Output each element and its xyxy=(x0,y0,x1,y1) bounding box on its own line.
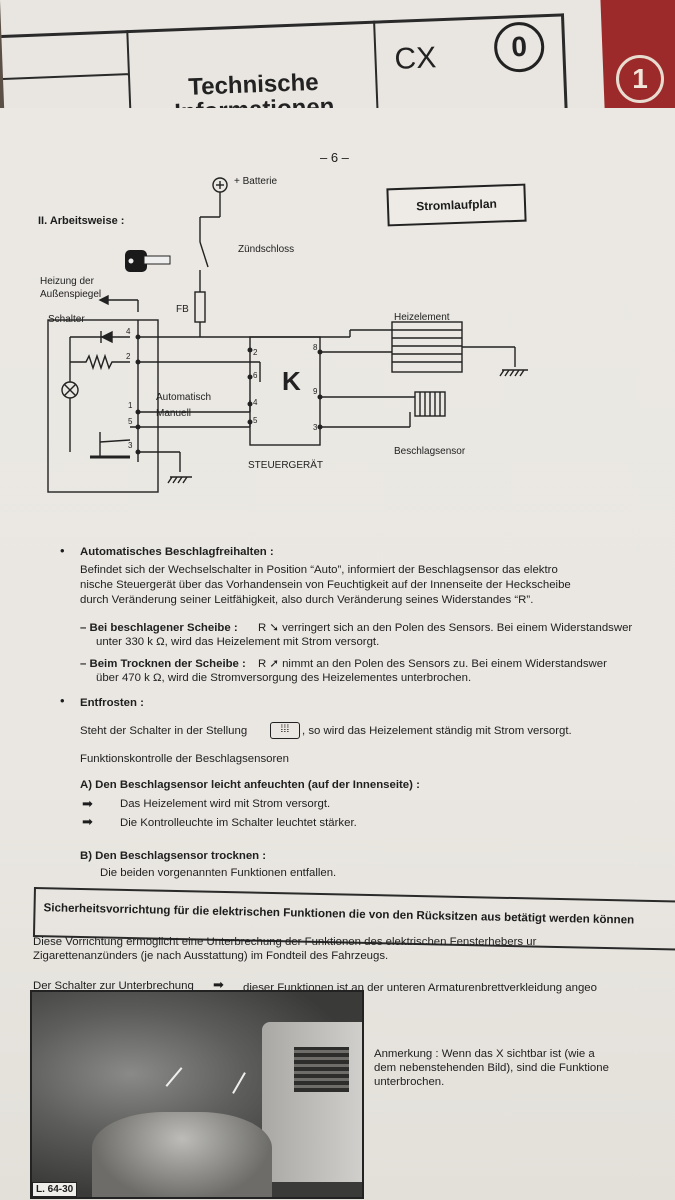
ignition-label: Zündschloss xyxy=(238,244,294,255)
arrow-right-icon: ➡ xyxy=(213,977,224,992)
auto-title: Automatisches Beschlagfreihalten : xyxy=(80,546,274,558)
manual-label: Manuell xyxy=(156,408,191,419)
dry-line-2: über 470 k Ω, wird die Stromversorgung d… xyxy=(96,672,472,684)
safety-text-line-2: Zigarettenanzünders (je nach Ausstattung… xyxy=(33,950,389,962)
photo-lower-trim xyxy=(92,1112,272,1197)
pin-label: 1 xyxy=(128,401,133,410)
battery-label: + Batterie xyxy=(234,176,278,187)
page-number: – 6 – xyxy=(320,150,349,165)
control-unit-box xyxy=(249,336,321,446)
bullet-icon: • xyxy=(60,693,65,708)
switch-box xyxy=(47,319,159,493)
note-line-2: dem nebenstehenden Bild), sind die Funkt… xyxy=(374,1062,609,1074)
fog-sensor xyxy=(414,391,446,417)
step-a-result-2: Die Kontrolleuchte im Schalter leuchtet … xyxy=(120,817,357,829)
switch-line-a: Der Schalter zur Unterbrechung xyxy=(33,980,194,992)
pin-label: 2 xyxy=(253,348,258,357)
defrost-text-a: Steht der Schalter in der Stellung xyxy=(80,725,248,737)
step-b-result-1: Die beiden vorgenannten Funktionen entfa… xyxy=(100,867,337,879)
step-a-result-1: Das Heizelement wird mit Strom versorgt. xyxy=(120,798,331,810)
section-title: II. Arbeitsweise : xyxy=(38,215,125,227)
automatic-label: Automatisch xyxy=(156,392,211,403)
sensor-label: Beschlagsensor xyxy=(394,446,466,457)
dry-line-1: R ➚ nimmt an den Polen des Sensors zu. B… xyxy=(258,658,607,670)
note-line-1: Anmerkung : Wenn das X sichtbar ist (wie… xyxy=(374,1048,595,1060)
defrost-text-b: , so wird das Heizelement ständig mit St… xyxy=(302,725,572,737)
bullet-icon: • xyxy=(60,543,65,558)
control-unit-symbol: K xyxy=(282,366,301,396)
pin-label: 3 xyxy=(128,441,133,450)
auto-line-3: durch Veränderung seiner Leitfähigkeit, … xyxy=(80,594,534,606)
dry-title: – Beim Trocknen der Scheibe : xyxy=(80,658,246,670)
photo-arrow-icon xyxy=(165,1067,183,1087)
control-unit-label: STEUERGERÄT xyxy=(248,459,323,471)
toggle-switch xyxy=(99,439,131,443)
auto-line-1: Befindet sich der Wechselschalter in Pos… xyxy=(80,564,558,576)
auto-line-2: nische Steuergerät über das Vorhandensei… xyxy=(80,579,571,591)
pin-label: 9 xyxy=(313,387,318,396)
arrow-right-icon: ➡ xyxy=(82,814,93,829)
ignition-switch xyxy=(199,241,209,268)
pin-label: 6 xyxy=(253,371,258,380)
photo-vent xyxy=(294,1047,349,1092)
pin-label: 4 xyxy=(253,398,258,407)
pin-label: 3 xyxy=(313,423,318,432)
tab-number-badge: 1 xyxy=(616,55,664,103)
pin-label: 8 xyxy=(313,343,318,352)
pin-label: 2 xyxy=(126,352,131,361)
wiring-diagram: + Batterie Zündschloss Heizung der Außen… xyxy=(30,172,560,507)
wiring-diagram-svg: + Batterie Zündschloss Heizung der Außen… xyxy=(40,176,528,493)
dashboard-photo: L. 64-30 xyxy=(30,990,364,1199)
switch-label: Schalter xyxy=(48,314,85,325)
pin-label: 4 xyxy=(126,327,131,336)
fuse-label: FB xyxy=(176,304,189,315)
key-icon xyxy=(125,250,171,272)
function-check-heading: Funktionskontrolle der Beschlagsensoren xyxy=(80,753,289,765)
defrost-title: Entfrosten : xyxy=(80,697,144,709)
header-model: CX xyxy=(393,41,437,76)
heater-label: Heizelement xyxy=(394,312,450,323)
photo-arrow-icon xyxy=(232,1072,246,1094)
defrost-symbol-icon: ⵂⵂⵂ xyxy=(270,722,300,739)
safety-banner-title: Sicherheitsvorrichtung für die elektrisc… xyxy=(43,901,635,927)
fogged-title: – Bei beschlagener Scheibe : xyxy=(80,622,238,634)
fogged-line-1: R ➘ verringert sich an den Polen des Sen… xyxy=(258,622,633,634)
photo-console-panel xyxy=(262,1022,362,1182)
pin-label: 5 xyxy=(253,416,258,425)
fogged-line-2: unter 330 k Ω, wird das Heizelement mit … xyxy=(96,636,380,648)
step-a: A) Den Beschlagsensor leicht anfeuchten … xyxy=(80,779,420,791)
note-line-3: unterbrochen. xyxy=(374,1076,445,1088)
mirror-heating-label-2: Außenspiegel xyxy=(40,289,101,300)
safety-text-line-1: Diese Vorrichtung ermöglicht eine Unterb… xyxy=(33,936,537,948)
step-b: B) Den Beschlagsensor trocknen : xyxy=(80,850,267,862)
fuse xyxy=(194,291,206,323)
mirror-heating-label-1: Heizung der xyxy=(40,276,95,287)
photo-reference-label: L. 64-30 xyxy=(32,1182,78,1197)
arrow-right-icon: ➡ xyxy=(82,796,93,811)
pin-label: 5 xyxy=(128,417,133,426)
